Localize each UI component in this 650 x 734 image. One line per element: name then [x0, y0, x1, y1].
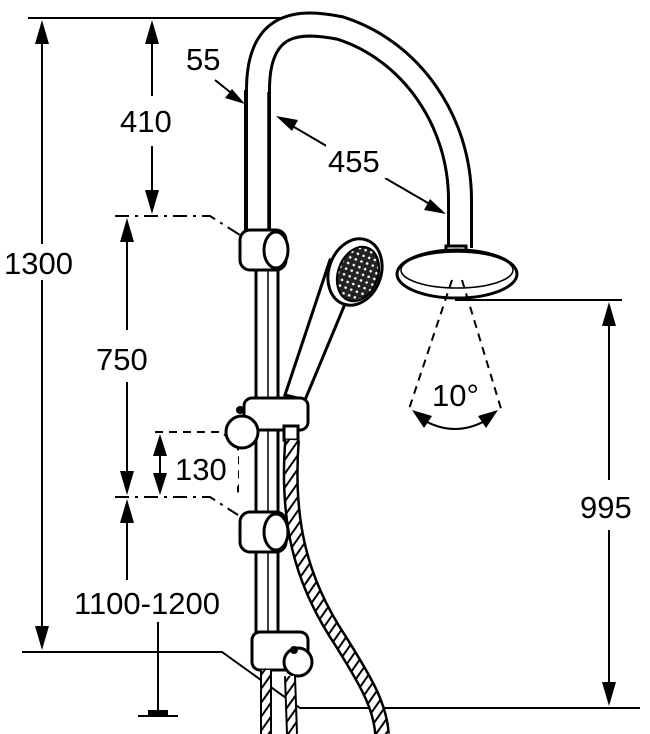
upper-slider-reference [115, 215, 241, 236]
upper-bracket [238, 228, 290, 272]
dimension-410 [145, 20, 159, 214]
riser-rail [254, 234, 280, 658]
shower-arm [244, 11, 473, 248]
dimension-130 [153, 434, 167, 495]
diverter-valve [250, 630, 314, 734]
dimension-750 [120, 218, 134, 495]
label-top-offset: 410 [120, 104, 172, 139]
label-install-height: 1100-1200 [74, 586, 220, 621]
shower-hose [282, 439, 390, 734]
slider-holder [224, 396, 310, 450]
label-total-height: 1300 [4, 246, 73, 281]
dimension-1300 [35, 20, 49, 650]
dimension-455 [276, 116, 446, 214]
lower-slider-reference [115, 496, 239, 516]
lower-bracket [238, 510, 290, 554]
overhead-shower-head [395, 244, 519, 300]
dimension-labels: 1300 410 55 455 750 130 1100-1200 995 10… [2, 42, 644, 621]
label-rail-diameter: 55 [186, 42, 220, 77]
label-slide-range: 750 [96, 342, 148, 377]
hand-shower [283, 237, 384, 402]
label-slider-step: 130 [175, 452, 227, 487]
spray-angle-indicator [407, 279, 503, 430]
label-arm-reach: 455 [328, 144, 380, 179]
label-spray-angle: 10° [432, 378, 479, 413]
dimension-995 [602, 302, 616, 706]
dimension-1100-1200 [120, 499, 178, 717]
floor-reference-line [22, 651, 640, 709]
dimension-55 [214, 79, 245, 104]
label-head-height: 995 [580, 490, 632, 525]
